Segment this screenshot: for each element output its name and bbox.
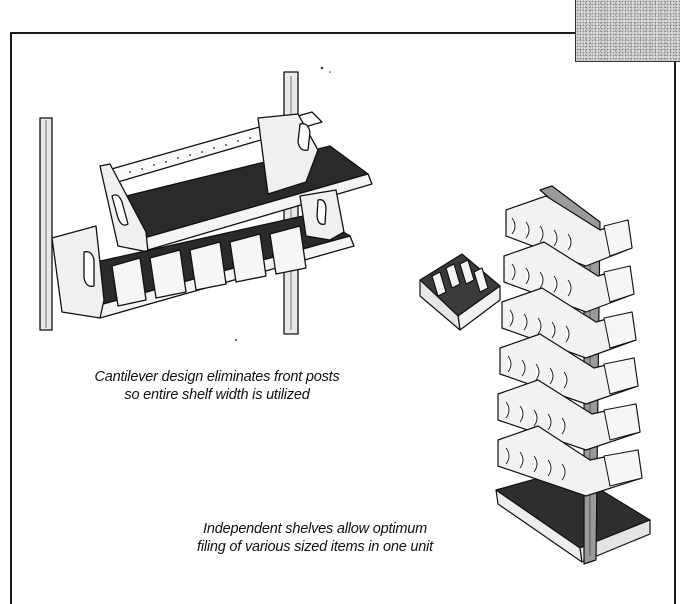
independent-caption-line2: filing of various sized items in one uni…: [196, 539, 433, 555]
cantilever-shelf-illustration: [39, 71, 373, 335]
texture-swatch: [575, 0, 680, 62]
cantilever-caption-line2: so entire shelf width is utilized: [124, 387, 310, 403]
independent-caption: Independent shelves allow optimum filing…: [150, 520, 480, 556]
independent-caption-line1: Independent shelves allow optimum: [203, 521, 427, 537]
cantilever-caption: Cantilever design eliminates front posts…: [52, 368, 382, 404]
divided-bin-tray-illustration: [419, 253, 501, 331]
page-frame: [10, 32, 676, 604]
cantilever-caption-line1: Cantilever design eliminates front posts: [94, 369, 340, 385]
tower-shelving-illustration: [495, 185, 651, 565]
print-specks: [235, 66, 331, 341]
